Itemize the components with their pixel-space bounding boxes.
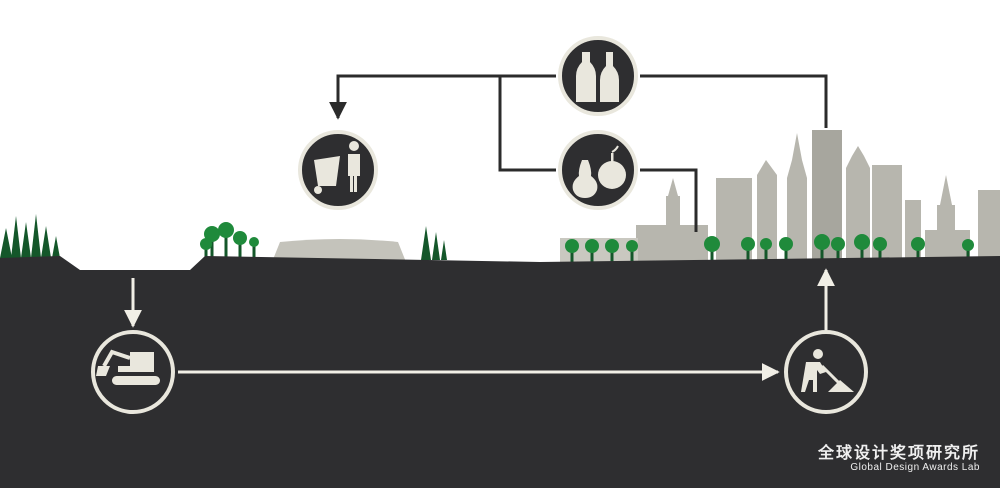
branch-to-fruit-line bbox=[498, 76, 556, 172]
watermark: 全球设计奖项研究所 Global Design Awards Lab bbox=[818, 444, 980, 474]
pine-tree bbox=[421, 226, 431, 260]
underground-lines bbox=[124, 268, 835, 381]
independence-hall-spire bbox=[668, 178, 678, 196]
excavator-icon bbox=[91, 330, 175, 414]
independence-hall-tower bbox=[666, 196, 680, 226]
pine-tree bbox=[52, 236, 60, 258]
tree bbox=[626, 240, 638, 262]
city-trees bbox=[200, 222, 974, 262]
tree bbox=[911, 237, 925, 262]
tree bbox=[585, 239, 599, 262]
tree bbox=[831, 237, 845, 262]
pine-tree bbox=[0, 228, 12, 258]
digging-worker-icon bbox=[784, 330, 868, 414]
tree bbox=[854, 234, 870, 262]
bottles-to-city-line bbox=[640, 74, 828, 128]
tree bbox=[873, 237, 887, 262]
watermark-english: Global Design Awards Lab bbox=[850, 462, 980, 473]
tree bbox=[204, 226, 220, 262]
tree bbox=[704, 236, 720, 262]
tree bbox=[741, 237, 755, 262]
fruit-icon bbox=[558, 130, 638, 210]
bottles-icon bbox=[558, 36, 638, 116]
tree bbox=[218, 222, 234, 262]
pine-tree bbox=[441, 240, 447, 260]
pine-tree bbox=[31, 214, 41, 258]
spire-tower bbox=[846, 146, 870, 262]
landfill-mound bbox=[272, 239, 406, 262]
tree bbox=[779, 237, 793, 262]
spire-tower bbox=[787, 133, 807, 262]
forest-trees bbox=[0, 214, 447, 260]
pine-tree bbox=[432, 232, 440, 260]
pine-tree bbox=[41, 226, 51, 258]
city-hall-spire bbox=[940, 175, 952, 205]
tree bbox=[605, 239, 619, 262]
tree bbox=[249, 237, 259, 262]
waste-collector-icon bbox=[298, 130, 378, 210]
connector-lines bbox=[329, 74, 828, 232]
tree bbox=[760, 238, 772, 262]
pine-tree bbox=[21, 222, 31, 258]
fruit-to-city-line bbox=[640, 168, 698, 232]
pine-tree bbox=[11, 216, 21, 258]
bottles-to-waste-line bbox=[329, 74, 556, 120]
building bbox=[757, 160, 777, 262]
tree bbox=[814, 234, 830, 262]
building bbox=[978, 190, 1000, 262]
tree bbox=[565, 239, 579, 262]
watermark-chinese: 全球设计奖项研究所 bbox=[817, 443, 980, 462]
city-skyline bbox=[560, 130, 1000, 262]
tree bbox=[962, 239, 974, 262]
tree bbox=[233, 231, 247, 262]
tree bbox=[200, 238, 212, 262]
